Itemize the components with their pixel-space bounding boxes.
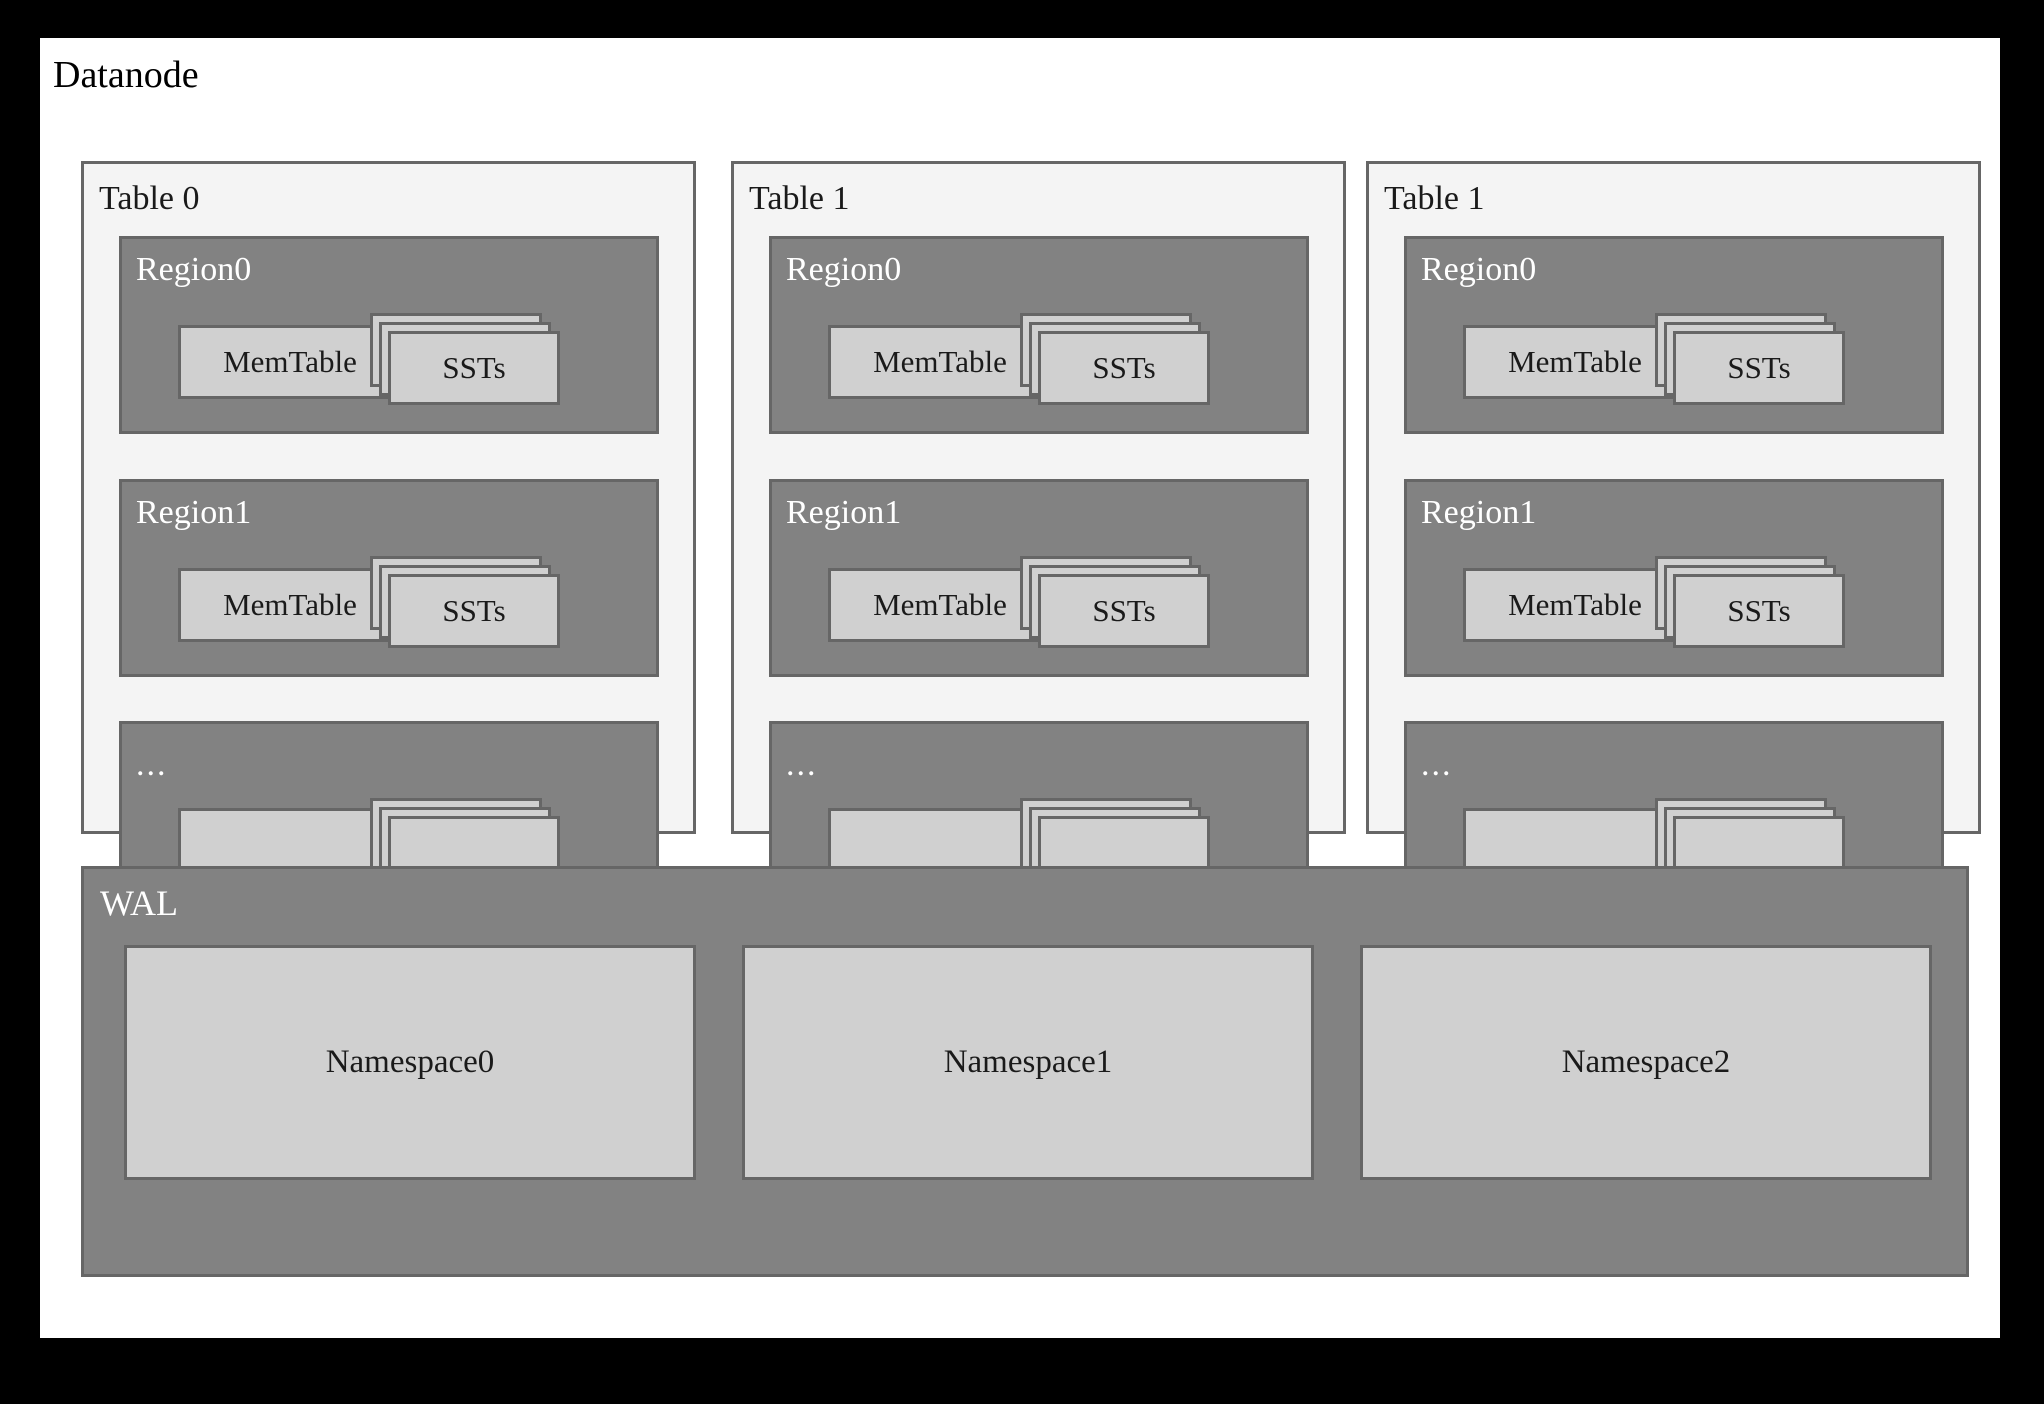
memtable-box[interactable]: MemTable (1463, 568, 1687, 642)
memtable-box[interactable]: MemTable (828, 568, 1052, 642)
datanode-canvas: Datanode Table 0 Region0 MemTable SSTs R… (40, 38, 2000, 1338)
table-label: Table 1 (1384, 180, 1485, 217)
ellipsis-label: ... (1421, 746, 1453, 783)
table-panel-1[interactable]: Table 1 Region0 MemTable SSTs Region1 Me… (731, 161, 1346, 919)
region-box[interactable]: Region1 MemTable SSTs (119, 479, 659, 677)
ssts-layer-front[interactable]: SSTs (388, 331, 560, 405)
region-label: Region1 (1421, 494, 1537, 531)
memtable-box[interactable]: MemTable (178, 568, 402, 642)
region-box[interactable]: Region1 MemTable SSTs (769, 479, 1309, 677)
ssts-stack[interactable]: SSTs (1655, 556, 1855, 658)
region-label: Region1 (136, 494, 252, 531)
memtable-box[interactable]: MemTable (1463, 325, 1687, 399)
table-panel-0[interactable]: Table 0 Region0 MemTable SSTs Region1 Me… (81, 161, 696, 919)
ssts-layer-front[interactable]: SSTs (1038, 574, 1210, 648)
ssts-stack[interactable]: SSTs (1020, 556, 1220, 658)
ssts-stack-empty[interactable] (370, 798, 570, 900)
namespace-box[interactable]: Namespace2 (1360, 945, 1932, 1180)
ssts-layer-front[interactable]: SSTs (1038, 331, 1210, 405)
region-label: Region1 (786, 494, 902, 531)
wal-container[interactable]: WAL Namespace0 Namespace1 Namespace2 (81, 866, 1969, 1277)
memtable-box[interactable]: MemTable (178, 325, 402, 399)
table-label: Table 1 (749, 180, 850, 217)
ssts-stack[interactable]: SSTs (370, 556, 570, 658)
ellipsis-label: ... (136, 746, 168, 783)
ssts-layer-front[interactable]: SSTs (1673, 331, 1845, 405)
region-label: Region0 (136, 251, 252, 288)
ssts-layer-front[interactable]: SSTs (1673, 574, 1845, 648)
ssts-stack[interactable]: SSTs (370, 313, 570, 415)
region-label: Region0 (786, 251, 902, 288)
ssts-stack[interactable]: SSTs (1655, 313, 1855, 415)
region-box[interactable]: Region0 MemTable SSTs (1404, 236, 1944, 434)
namespace-box[interactable]: Namespace0 (124, 945, 696, 1180)
tables-row: Table 0 Region0 MemTable SSTs Region1 Me… (81, 161, 1981, 919)
namespace-box[interactable]: Namespace1 (742, 945, 1314, 1180)
region-box[interactable]: Region1 MemTable SSTs (1404, 479, 1944, 677)
page-title: Datanode (53, 54, 199, 96)
ssts-layer-front[interactable]: SSTs (388, 574, 560, 648)
ssts-stack[interactable]: SSTs (1020, 313, 1220, 415)
ellipsis-label: ... (786, 746, 818, 783)
region-label: Region0 (1421, 251, 1537, 288)
wal-label: WAL (100, 883, 178, 923)
table-panel-2[interactable]: Table 1 Region0 MemTable SSTs Region1 Me… (1366, 161, 1981, 919)
region-box[interactable]: Region0 MemTable SSTs (119, 236, 659, 434)
region-box[interactable]: Region0 MemTable SSTs (769, 236, 1309, 434)
table-label: Table 0 (99, 180, 200, 217)
memtable-box[interactable]: MemTable (828, 325, 1052, 399)
